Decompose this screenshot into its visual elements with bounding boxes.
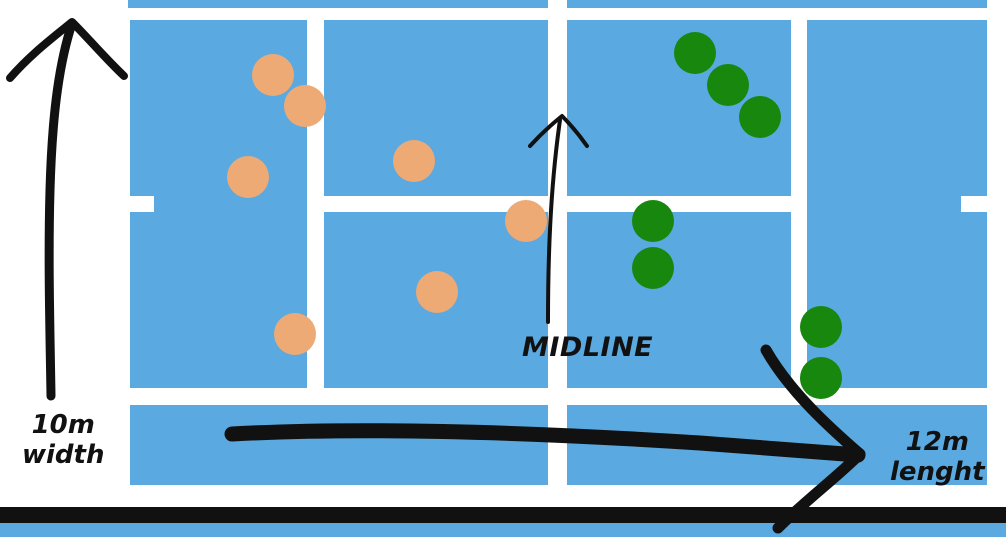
length-label: 12m lenght	[890, 427, 985, 487]
player-a-2	[284, 85, 326, 127]
player-a-5	[505, 200, 547, 242]
player-b-4	[632, 200, 674, 242]
player-a-7	[274, 313, 316, 355]
player-b-2	[707, 64, 749, 106]
court-top-strip-right	[567, 0, 987, 8]
player-b-3	[739, 96, 781, 138]
width-value: 10m	[31, 410, 95, 440]
side-mark-right	[961, 196, 987, 212]
length-word: lenght	[890, 457, 985, 487]
player-b-7	[800, 357, 842, 399]
player-a-6	[416, 271, 458, 313]
length-arrow	[224, 344, 866, 534]
width-word: width	[22, 440, 105, 470]
floor-band	[0, 522, 1006, 537]
zone-left-front-top	[324, 20, 548, 196]
width-arrow	[6, 18, 128, 401]
player-b-5	[632, 247, 674, 289]
side-mark-left	[128, 196, 154, 212]
team-a-players	[227, 54, 547, 355]
player-a-3	[227, 156, 269, 198]
player-b-1	[674, 32, 716, 74]
floor-line	[0, 507, 1006, 523]
zone-right-front-bottom	[567, 212, 791, 388]
length-value: 12m	[905, 427, 969, 457]
player-a-4	[393, 140, 435, 182]
zone-bottom-left	[130, 405, 548, 485]
team-b-players	[632, 32, 842, 399]
court-top-strip-left	[128, 0, 548, 8]
player-a-1	[252, 54, 294, 96]
player-b-6	[800, 306, 842, 348]
midline-arrow	[528, 114, 589, 324]
width-label: 10m width	[22, 410, 104, 470]
midline-label: MIDLINE	[522, 332, 654, 363]
